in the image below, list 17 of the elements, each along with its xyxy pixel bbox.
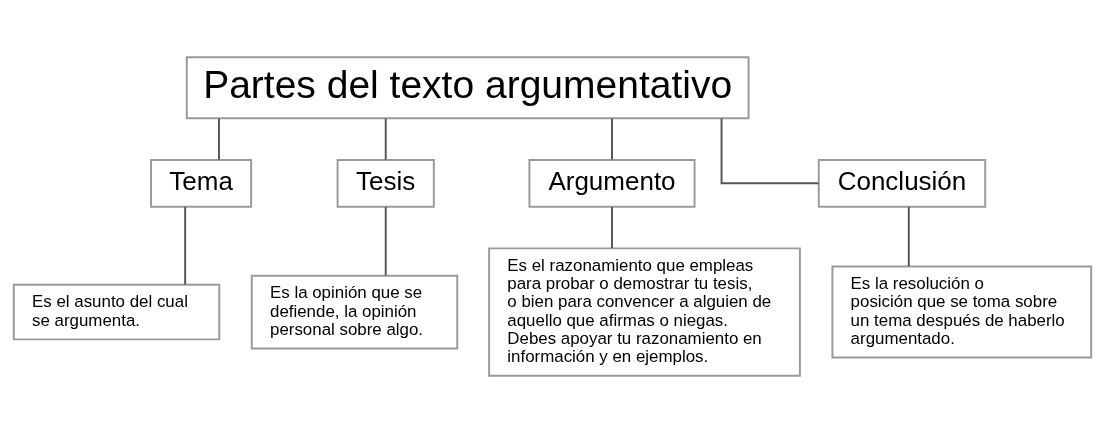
connector — [611, 117, 613, 161]
connector — [184, 205, 187, 286]
node-box: Es la opinión que se defiende, la opinión personal sobre algo. — [250, 274, 459, 349]
node-box: Es el asunto del cual se argumenta. — [12, 283, 221, 340]
node-box: Tema — [150, 158, 253, 208]
connector — [384, 205, 387, 276]
node-box: Es la resolución o posición que se toma sobre un tema después de haberlo argumentado. — [831, 265, 1093, 359]
node-box: Argumento — [528, 158, 696, 208]
node-box: Conclusión — [817, 158, 987, 208]
connector — [384, 117, 387, 161]
node-box: Es el razonamiento que empleas para probar o demostrar tu tesis, o bien para convencer a alguien de aquello que afirmas o niegas. Debes apoyar tu razonamiento en información y en ejemplos. — [488, 246, 801, 377]
connector — [217, 117, 220, 161]
connector — [907, 205, 910, 267]
connector — [611, 205, 613, 249]
node-box: Partes del texto argumentativo — [185, 55, 750, 119]
node-box: Tesis — [336, 158, 435, 208]
connector — [720, 117, 820, 184]
